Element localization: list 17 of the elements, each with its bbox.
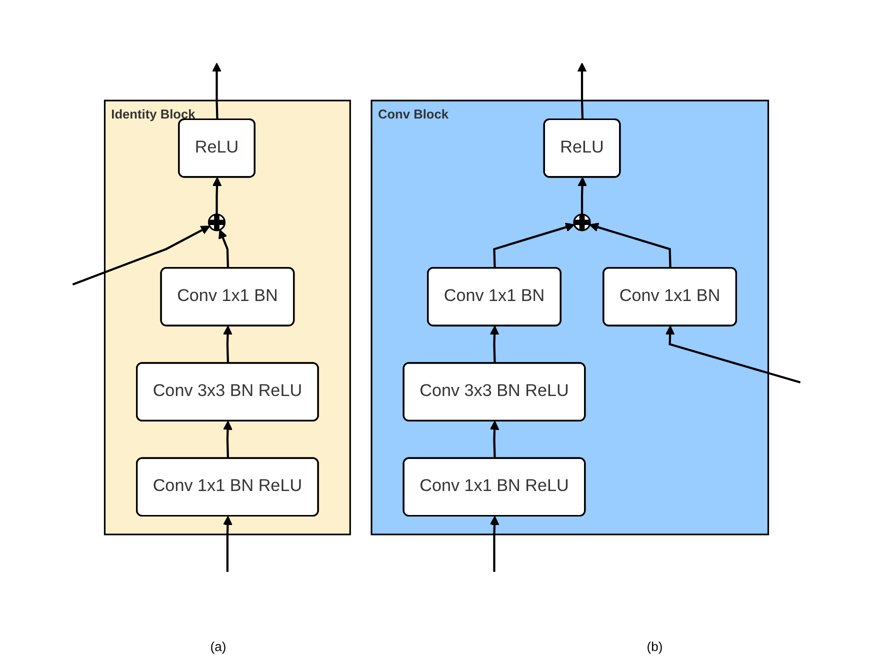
arrow bbox=[223, 326, 232, 364]
arrow bbox=[223, 420, 232, 459]
arrow bbox=[490, 326, 500, 364]
panel-label: (a) bbox=[210, 639, 226, 654]
panel-label: (b) bbox=[646, 639, 663, 654]
arrow bbox=[589, 222, 672, 268]
arrow bbox=[212, 62, 222, 120]
arrow bbox=[223, 516, 232, 572]
arrow bbox=[665, 326, 801, 384]
arrow bbox=[578, 177, 587, 214]
arrow bbox=[72, 226, 210, 286]
arrow bbox=[490, 516, 500, 572]
arrow bbox=[577, 62, 587, 120]
arrow bbox=[490, 420, 500, 459]
arrow bbox=[218, 229, 230, 268]
arrow bbox=[493, 222, 575, 268]
arrow bbox=[212, 177, 222, 214]
